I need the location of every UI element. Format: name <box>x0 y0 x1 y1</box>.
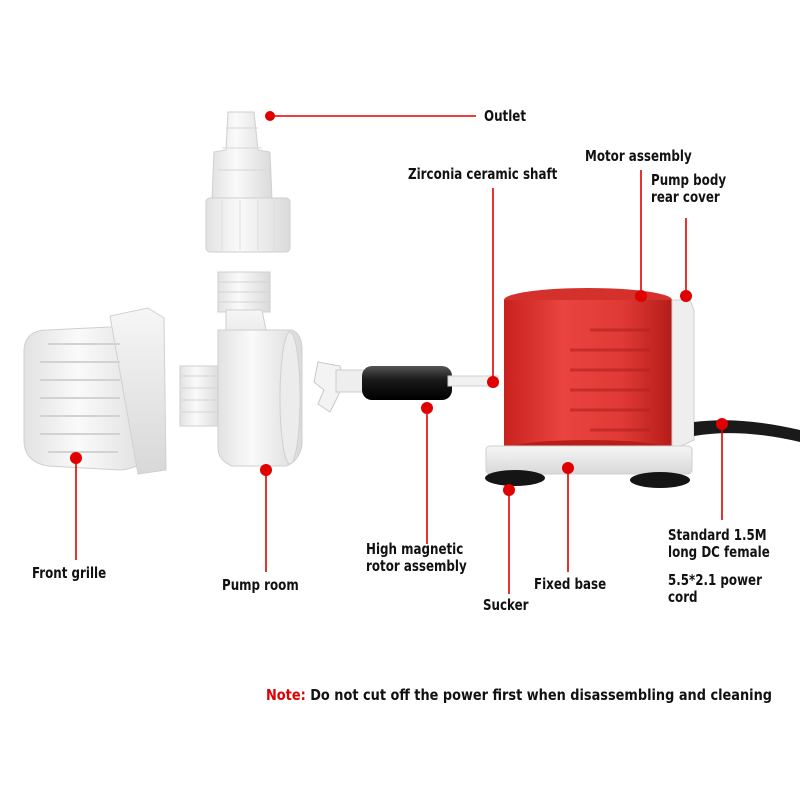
fixed-base <box>485 445 693 488</box>
outlet-nozzle <box>205 111 291 253</box>
cleaning-note: Note: Do not cut off the power first whe… <box>266 686 772 704</box>
label-outlet: Outlet <box>484 107 527 125</box>
label-power-cord-size: 5.5*2.1 power cord <box>668 571 762 606</box>
note-text: Do not cut off the power first when disa… <box>305 686 773 704</box>
label-pump-room: Pump room <box>222 576 299 594</box>
sucker-left <box>485 470 545 486</box>
callout-leaders <box>75 115 723 594</box>
label-sucker: Sucker <box>483 596 529 614</box>
label-zirconia-shaft: Zirconia ceramic shaft <box>408 165 558 183</box>
rotor-assembly <box>313 361 499 413</box>
label-rotor-assembly: High magnetic rotor assembly <box>366 540 467 575</box>
pump-room <box>179 271 303 467</box>
label-standard-cord: Standard 1.5M long DC female <box>668 526 770 561</box>
note-key: Note: <box>266 686 306 704</box>
motor-assembly <box>504 288 800 460</box>
label-pump-body-rear-cover: Pump body rear cover <box>651 171 727 206</box>
callout-dots <box>70 111 728 496</box>
front-grille <box>23 307 167 475</box>
label-motor-assembly: Motor assembly <box>585 147 692 165</box>
label-fixed-base: Fixed base <box>534 575 607 593</box>
label-front-grille: Front grille <box>32 564 107 582</box>
sucker-right <box>630 472 690 488</box>
